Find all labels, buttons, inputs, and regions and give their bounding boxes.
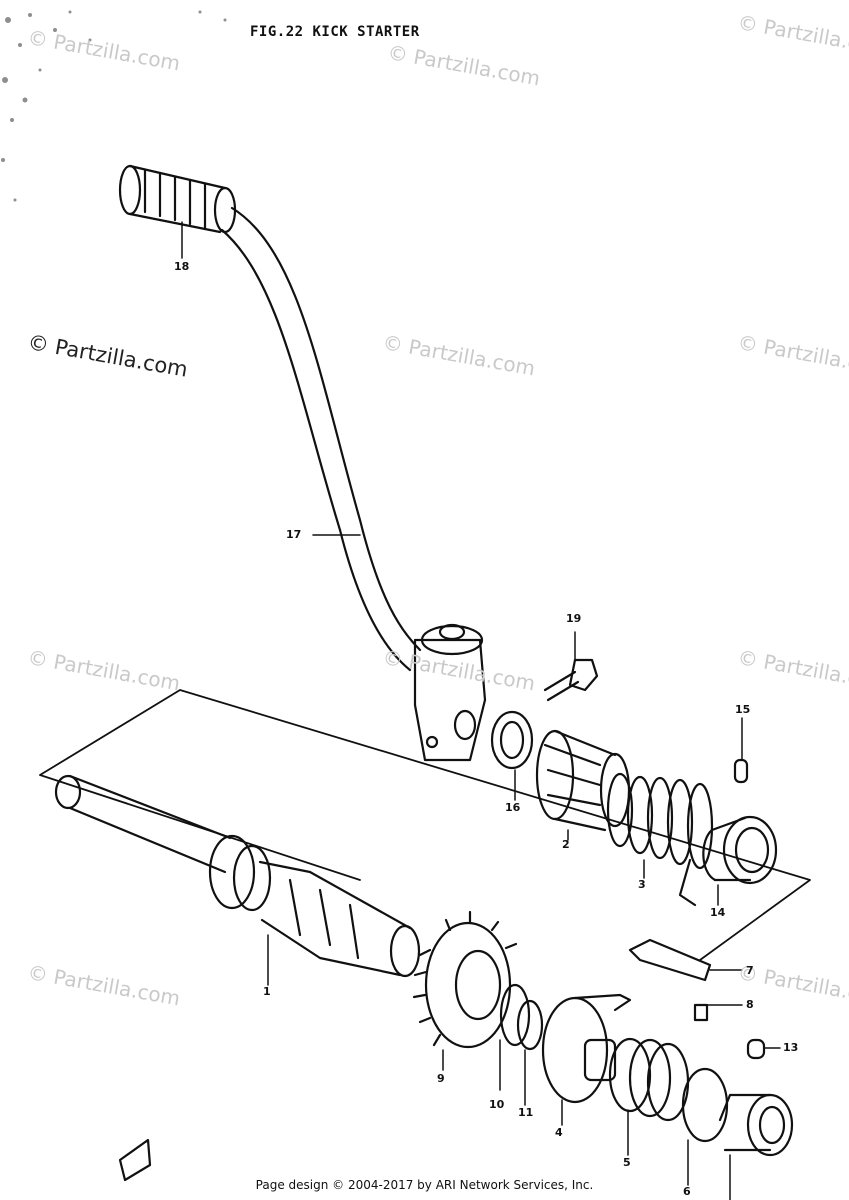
scan-noise bbox=[1, 10, 227, 202]
kick-spring bbox=[606, 772, 714, 907]
callout-5: 5 bbox=[623, 1156, 631, 1169]
circlip bbox=[516, 999, 544, 1051]
callout-1: 1 bbox=[263, 985, 271, 998]
callout-8: 8 bbox=[746, 998, 754, 1011]
callout-14: 14 bbox=[710, 906, 726, 919]
stopper-plate bbox=[628, 938, 712, 982]
callout-17: 17 bbox=[286, 528, 302, 541]
kick-lever-arm bbox=[230, 206, 422, 652]
callout-11: 11 bbox=[518, 1106, 534, 1119]
callout-18: 18 bbox=[174, 260, 190, 273]
oil-seal bbox=[490, 710, 534, 770]
kick-grip bbox=[118, 164, 237, 234]
kick-shaft bbox=[54, 774, 421, 978]
callout-10: 10 bbox=[489, 1098, 505, 1111]
thrust-washer bbox=[499, 983, 531, 1047]
assembly-plane bbox=[39, 689, 811, 961]
collar-upper bbox=[702, 815, 778, 885]
callout-9: 9 bbox=[437, 1072, 445, 1085]
spring-guide bbox=[535, 729, 631, 832]
callout-13: 13 bbox=[783, 1041, 799, 1054]
leader-lines bbox=[181, 221, 781, 1200]
callout-7: 7 bbox=[746, 964, 754, 977]
pin bbox=[733, 758, 749, 784]
spring-washer bbox=[681, 1067, 729, 1143]
collar-lower bbox=[718, 1093, 794, 1157]
kick-gear bbox=[412, 910, 518, 1049]
lever-boss bbox=[413, 638, 487, 762]
pin-13 bbox=[746, 1038, 766, 1060]
callout-4: 4 bbox=[555, 1126, 563, 1139]
callout-19: 19 bbox=[566, 612, 582, 625]
ratchet-spring bbox=[608, 1037, 690, 1122]
callout-6: 6 bbox=[683, 1185, 691, 1198]
callout-2: 2 bbox=[562, 838, 570, 851]
callout-3: 3 bbox=[638, 878, 646, 891]
figure-title: FIG.22 KICK STARTER bbox=[250, 24, 420, 40]
screw bbox=[693, 1003, 709, 1022]
callout-15: 15 bbox=[735, 703, 751, 716]
small-part bbox=[118, 1138, 152, 1182]
ratchet bbox=[541, 993, 632, 1104]
callout-16: 16 bbox=[505, 801, 521, 814]
footer-copyright: Page design © 2004-2017 by ARI Network S… bbox=[255, 1178, 594, 1192]
